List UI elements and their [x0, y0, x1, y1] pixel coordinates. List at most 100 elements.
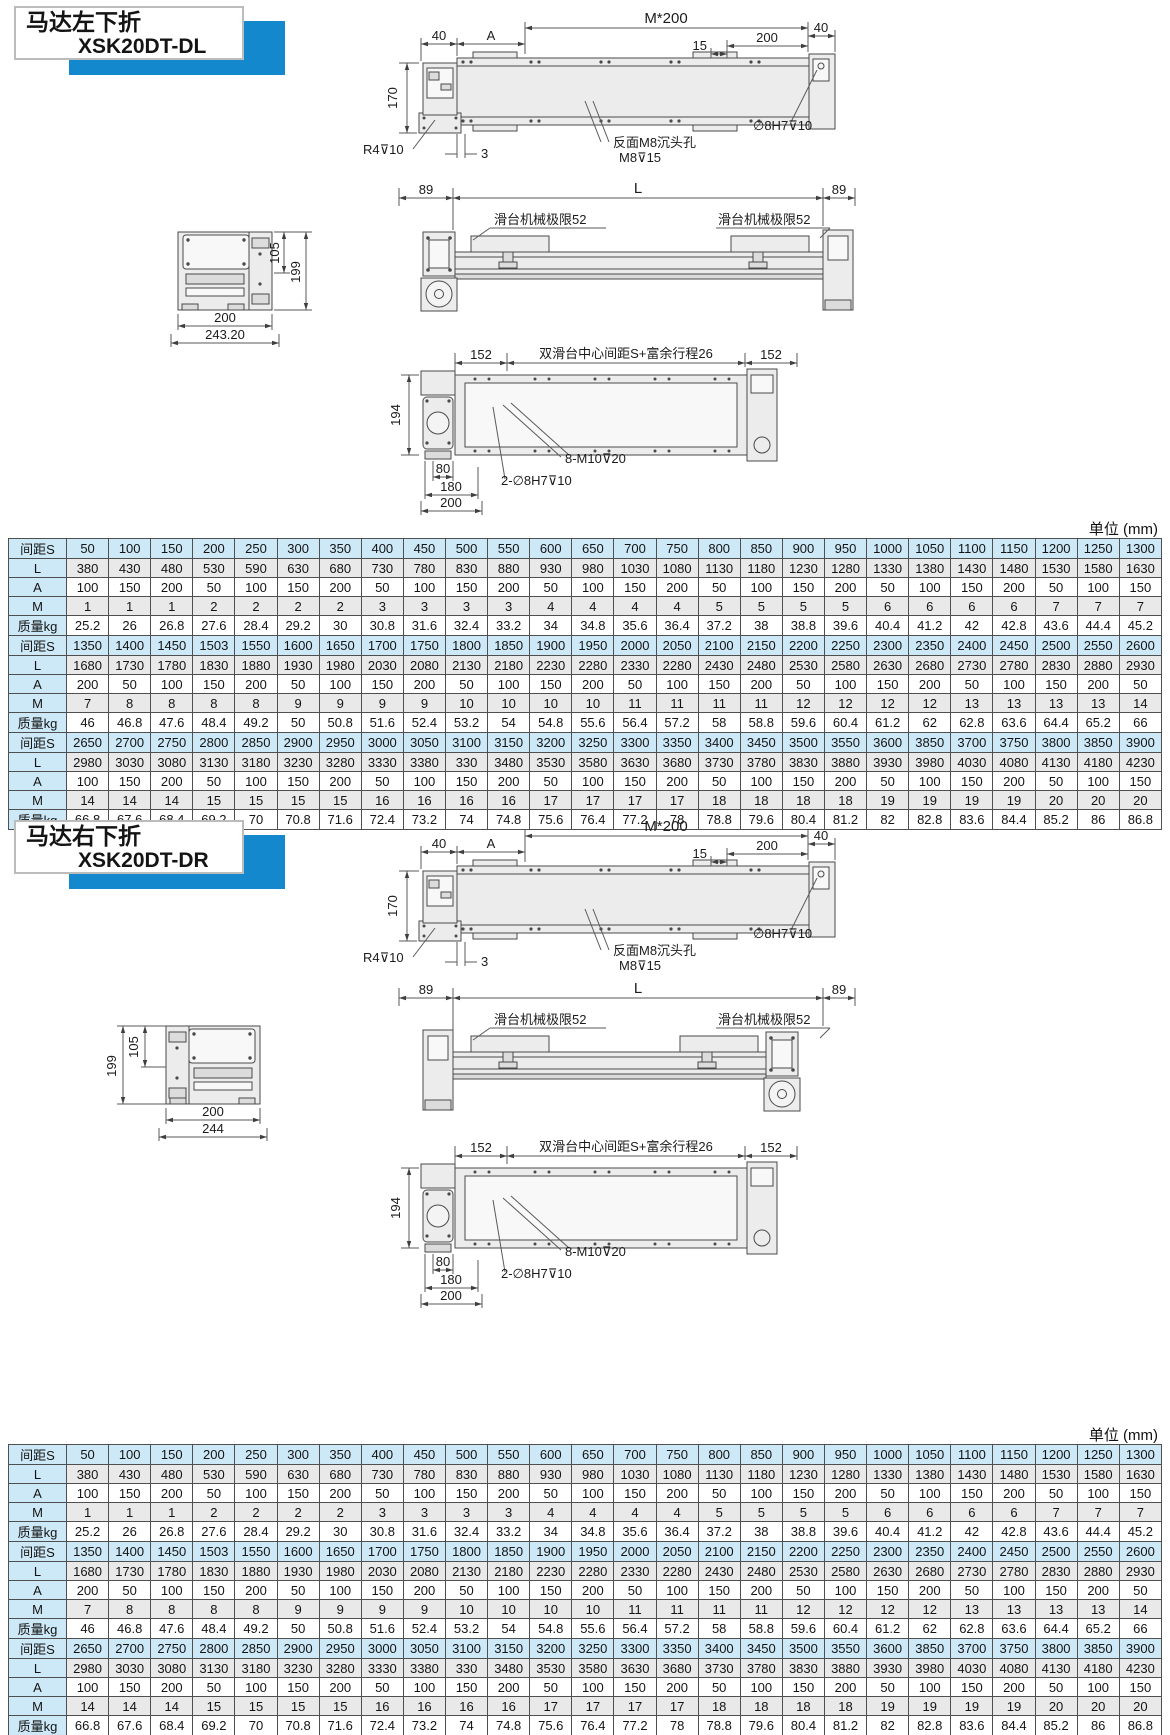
spec-cell: 100 [739, 1483, 783, 1503]
spec-cell: 200 [823, 577, 868, 597]
spec-cell: 10 [444, 693, 489, 713]
spec-cell: 3 [402, 596, 446, 616]
spec-cell: 150 [276, 1677, 320, 1697]
spec-cell: 14 [108, 1696, 152, 1716]
spec-cell: 4030 [950, 752, 994, 772]
spec-cell: 2430 [697, 655, 741, 675]
callout-counterbore: 反面M8沉头孔 [613, 135, 696, 150]
spec-cell: 18 [697, 790, 741, 810]
spec-cell: 50 [866, 1483, 910, 1503]
dim-200: 200 [756, 30, 778, 45]
spec-cell: 1930 [276, 1561, 320, 1581]
spec-cell: 150 [1034, 1580, 1078, 1600]
spec-cell: 19 [908, 1696, 952, 1716]
spec-cell: 12 [781, 693, 825, 713]
spec-cell: 6 [908, 596, 952, 616]
spec-cell: 980 [571, 558, 615, 578]
spec-cell: 2 [318, 1502, 362, 1522]
spec-cell: 10 [487, 693, 531, 713]
spec-cell: 200 [655, 1483, 699, 1503]
spec-cell: 200 [402, 674, 446, 694]
spec-cell: 100 [992, 674, 1036, 694]
spec-cell: 54.8 [529, 712, 573, 733]
spec-cell: 27.6 [192, 1521, 236, 1542]
dim-3: 3 [481, 146, 488, 161]
spec-cell: 150 [444, 1483, 489, 1503]
row-label-m: M [8, 1599, 67, 1619]
spec-cell: 150 [1118, 1677, 1163, 1697]
spec-cell: 2030 [360, 1561, 404, 1581]
spec-cell: 16 [360, 790, 404, 810]
spec-cell: 1900 [529, 635, 573, 656]
spec-cell: 150 [613, 1483, 657, 1503]
dim-l: L [634, 980, 642, 997]
spec-cell: 50 [360, 577, 404, 597]
spec-cell: 1130 [697, 558, 741, 578]
spec-cell: 55.6 [571, 1618, 615, 1639]
spec-cell: 2130 [444, 655, 489, 675]
spec-cell: 2530 [781, 1561, 825, 1581]
spec-cell: 54.8 [529, 1618, 573, 1639]
spec-cell: 1600 [276, 1541, 320, 1562]
spec-cell: 50 [360, 1483, 404, 1503]
spec-cell: 13 [1034, 693, 1078, 713]
spec-cell: 26.8 [150, 615, 194, 636]
spec-cell: 9 [360, 1599, 404, 1619]
spec-cell: 6 [866, 1502, 910, 1522]
spec-cell: 1480 [992, 558, 1036, 578]
spec-cell: 69.2 [192, 1715, 236, 1735]
spec-cell: 150 [444, 577, 489, 597]
spec-cell: 63.6 [992, 1618, 1036, 1639]
spec-cell: 150 [444, 771, 489, 791]
spec-cell: 19 [866, 1696, 910, 1716]
spec-cell: 81.2 [823, 1715, 868, 1735]
spec-cell: 2730 [950, 1561, 994, 1581]
spec-cell: 3 [402, 1502, 446, 1522]
spec-cell: 2300 [866, 635, 910, 656]
spec-cell: 2800 [192, 1638, 236, 1659]
spec-cell: 150 [192, 674, 236, 694]
spec-cell: 3450 [739, 1638, 783, 1659]
spec-cell: 3600 [866, 732, 910, 753]
spec-cell: 16 [487, 790, 531, 810]
spec-cell: 3680 [655, 752, 699, 772]
spec-cell: 1050 [908, 1444, 952, 1465]
dim-center-span: 双滑台中心间距S+富余行程26 [539, 1139, 713, 1154]
spec-cell: 100 [108, 1444, 152, 1465]
spec-cell: 1030 [613, 1464, 657, 1484]
spec-cell: 1030 [613, 558, 657, 578]
spec-cell: 50 [276, 1618, 320, 1639]
spec-cell: 41.2 [908, 615, 952, 636]
row-label-m: M [8, 790, 67, 810]
spec-cell: 18 [823, 790, 868, 810]
spec-cell: 18 [739, 790, 783, 810]
spec-cell: 3250 [571, 1638, 615, 1659]
spec-cell: 3580 [571, 752, 615, 772]
spec-cell: 50 [529, 771, 573, 791]
spec-cell: 2730 [950, 655, 994, 675]
spec-cell: 73.2 [402, 1715, 446, 1735]
spec-cell: 2550 [1076, 1541, 1120, 1562]
spec-cell: 8 [108, 693, 152, 713]
spec-cell: 17 [529, 1696, 573, 1716]
spec-cell: 200 [992, 577, 1036, 597]
spec-cell: 2600 [1118, 635, 1163, 656]
spec-cell: 40.4 [866, 1521, 910, 1542]
spec-cell: 600 [529, 1444, 573, 1465]
dim-200-bottom: 200 [440, 1288, 462, 1303]
spec-cell: 150 [276, 577, 320, 597]
spec-cell: 150 [192, 1580, 236, 1600]
spec-cell: 100 [318, 1580, 362, 1600]
spec-cell: 1650 [318, 1541, 362, 1562]
spec-cell: 13 [1076, 693, 1120, 713]
row-label-kg: 质量kg [8, 1618, 67, 1639]
spec-cell: 2680 [908, 655, 952, 675]
spec-cell: 1380 [908, 1464, 952, 1484]
spec-cell: 3750 [992, 732, 1036, 753]
